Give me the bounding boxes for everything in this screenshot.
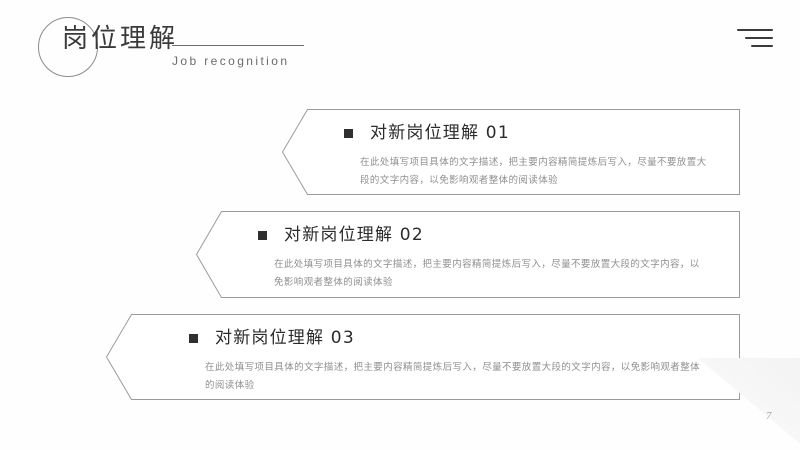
banner-heading-text: 对新岗位理解 01 [370,123,510,143]
arrow-banner-2[interactable]: 对新岗位理解 02 在此处填写项目具体的文字描述，把主要内容精简提炼后写入，尽量… [196,211,740,298]
arrow-banner-shape [106,314,740,400]
banner-description-2: 在此处填写项目具体的文字描述，把主要内容精简提炼后写入，尽量不要放置大段的文字内… [274,259,700,288]
banner-heading-1: 对新岗位理解 01 [344,125,510,142]
page-number: 7 [766,410,772,422]
arrow-banner-1[interactable]: 对新岗位理解 01 在此处填写项目具体的文字描述，把主要内容精简提炼后写入，尽量… [282,109,740,195]
banner-heading-2: 对新岗位理解 02 [258,227,424,244]
hamburger-menu-icon[interactable] [737,29,773,51]
arrow-banner-3[interactable]: 对新岗位理解 03 在此处填写项目具体的文字描述，把主要内容精简提炼后写入，尽量… [106,314,740,400]
title-divider [172,45,304,46]
banner-description-1: 在此处填写项目具体的文字描述，把主要内容精简提炼后写入，尽量不要放置大段的文字内… [360,157,707,186]
banner-description-3: 在此处填写项目具体的文字描述，把主要内容精简提炼后写入，尽量不要放置大段的文字内… [205,362,701,391]
arrow-banner-shape [196,211,740,298]
banner-heading-text: 对新岗位理解 03 [215,328,355,348]
hamburger-line-2 [745,37,773,39]
banner-heading-text: 对新岗位理解 02 [284,225,424,245]
slide-header: 岗位理解 Job recognition [0,0,800,100]
square-bullet-icon [258,231,267,240]
banner-heading-3: 对新岗位理解 03 [189,330,355,347]
hamburger-line-3 [751,45,773,47]
page-subtitle: Job recognition [172,54,290,68]
arrow-banner-shape [282,109,740,195]
square-bullet-icon [344,129,353,138]
square-bullet-icon [189,334,198,343]
decorative-circle-icon [38,17,98,77]
page-title: 岗位理解 [62,24,179,54]
hamburger-line-1 [737,29,773,31]
